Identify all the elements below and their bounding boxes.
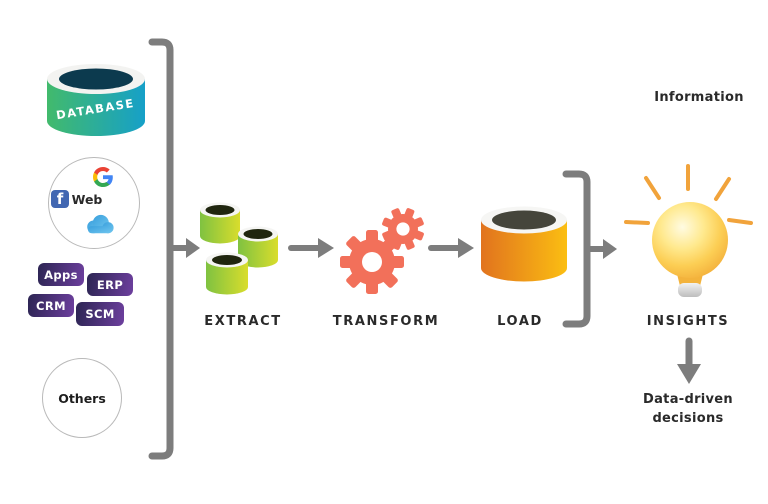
transform-label: TRANSFORM bbox=[332, 314, 440, 329]
left-bracket bbox=[142, 36, 206, 466]
others-circle: Others bbox=[42, 358, 122, 438]
facebook-glyph: f bbox=[56, 190, 64, 208]
badge-crm-label: CRM bbox=[36, 298, 66, 313]
arrow-extract-transform-icon bbox=[288, 234, 338, 262]
extract-cylinders-icon bbox=[198, 196, 284, 300]
badge-scm-label: SCM bbox=[85, 307, 115, 321]
decisions-line1: Data-driven bbox=[643, 392, 733, 407]
cloud-icon bbox=[84, 214, 116, 235]
google-icon bbox=[93, 167, 113, 187]
web-sources-circle: f Web bbox=[48, 157, 140, 249]
down-arrow-icon bbox=[672, 336, 706, 388]
load-cylinder-icon bbox=[480, 203, 568, 299]
badge-apps-label: Apps bbox=[44, 267, 78, 282]
load-label: LOAD bbox=[497, 314, 543, 329]
badge-scm: SCM bbox=[76, 302, 124, 326]
extract-label: EXTRACT bbox=[204, 314, 282, 329]
web-label: Web bbox=[71, 192, 103, 207]
badge-apps: Apps bbox=[38, 263, 84, 286]
bulb-rays-icon bbox=[624, 164, 753, 225]
badge-erp-label: ERP bbox=[96, 277, 124, 292]
arrow-right-icon bbox=[167, 238, 200, 258]
transform-gears-icon bbox=[332, 196, 432, 300]
decisions-label: Data-driven decisions bbox=[628, 390, 748, 428]
information-label: Information bbox=[654, 90, 744, 105]
database-cylinder-icon: DATABASE bbox=[46, 60, 146, 142]
right-bracket bbox=[558, 168, 622, 338]
others-label: Others bbox=[58, 390, 106, 406]
badge-erp: ERP bbox=[87, 273, 133, 296]
arrow-transform-load-icon bbox=[428, 234, 478, 262]
facebook-icon: f bbox=[51, 190, 69, 208]
insights-label: INSIGHTS bbox=[646, 314, 730, 329]
decisions-line2: decisions bbox=[652, 411, 724, 426]
badge-crm: CRM bbox=[28, 294, 74, 317]
lightbulb-icon bbox=[612, 152, 768, 312]
arrow-right-icon bbox=[584, 239, 617, 259]
